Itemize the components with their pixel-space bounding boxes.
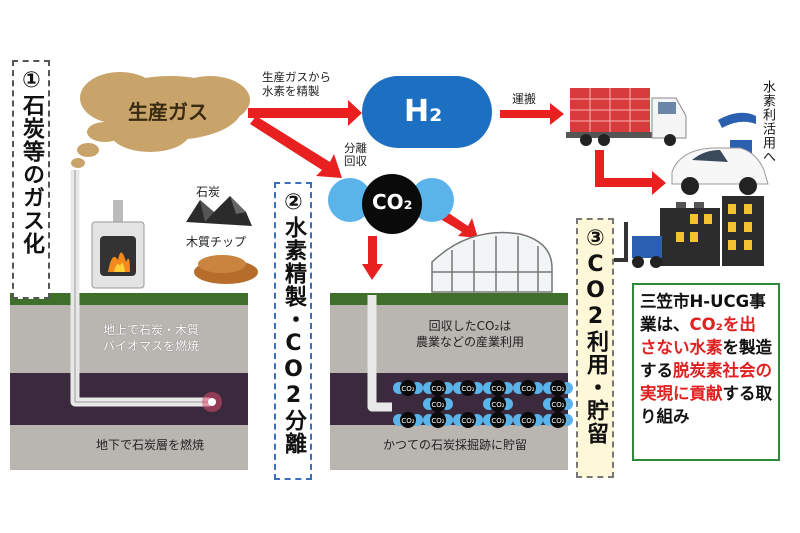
stored-co2-molecule: CO₂ (513, 380, 543, 396)
stored-co2-molecule: CO₂ (393, 380, 423, 396)
wood-chip-label: 木質チップ (186, 235, 247, 249)
note-part2: CO₂を出さない水素 (640, 315, 756, 357)
arrow-co2-label: 分離 回収 (344, 141, 367, 168)
stored-co2-label: CO₂ (431, 417, 444, 425)
gas-cloud (71, 72, 250, 168)
arrow-h2-label: 生産ガスから 水素を精製 (262, 70, 331, 98)
arrow-co2-down (362, 236, 383, 280)
stored-co2-label: CO₂ (401, 417, 414, 425)
h2-ball-icon (362, 76, 492, 148)
stored-co2-molecule: CO₂ (453, 380, 483, 396)
arrow-to-h2 (248, 100, 362, 126)
co2-ball-icon (328, 174, 454, 234)
stored-co2-group: CO₂ CO₂ CO₂ CO₂ CO₂ CO₂ CO₂ CO₂ CO₂ CO₂ CO₂ CO₂ CO₂ C… (393, 380, 573, 428)
stored-co2-label: CO₂ (461, 417, 474, 425)
summary-note: 三笠市H-UCG事業は、CO₂を出さない水素を製造する脱炭素社会の実現に貢献する… (632, 283, 780, 461)
arrow-to-use (595, 150, 666, 195)
ground2-lower-text: かつての石炭採掘跡に貯留 (382, 438, 527, 452)
stored-co2-molecule: CO₂ (543, 396, 573, 412)
stored-co2-molecule: CO₂ (513, 412, 543, 428)
ground2-upper-text: 回収したCO₂は 農業などの産業利用 (415, 319, 524, 349)
gas-cloud-label: 生産ガス (128, 100, 208, 124)
coal-label: 石炭 (196, 185, 221, 199)
car-icon (671, 147, 769, 195)
stored-co2-molecule: CO₂ (453, 412, 483, 428)
stove-icon (91, 200, 145, 289)
stored-co2-molecule: CO₂ (483, 412, 513, 428)
stored-co2-molecule: CO₂ (483, 396, 513, 412)
co2-label: CO₂ (372, 190, 413, 214)
arrow-to-co2 (250, 116, 342, 178)
step2-label: ②水素精製・CO2分離 (274, 182, 312, 480)
stored-co2-label: CO₂ (461, 385, 474, 393)
stored-co2-label: CO₂ (551, 385, 564, 393)
stored-co2-molecule: CO₂ (543, 380, 573, 396)
wood-chips-icon (194, 255, 258, 284)
stored-co2-label: CO₂ (551, 401, 564, 409)
step3-label: ③CO2利用・貯留 (576, 218, 614, 478)
stored-co2-molecule: CO₂ (543, 412, 573, 428)
forklift-icon (614, 222, 662, 268)
h2-label: H₂ (404, 94, 443, 129)
ground1-lower-text: 地下で石炭層を燃焼 (95, 438, 204, 452)
ground1-upper-text: 地上で石炭・木質 バイオマスを燃焼 (102, 323, 199, 353)
stored-co2-molecule: CO₂ (423, 380, 453, 396)
stored-co2-molecule: CO₂ (393, 412, 423, 428)
stored-co2-label: CO₂ (491, 401, 504, 409)
hydrogen-use-label: 水素利活用へ (760, 80, 775, 164)
stored-co2-label: CO₂ (521, 417, 534, 425)
step1-label: ①石炭等のガス化 (12, 60, 50, 299)
stored-co2-label: CO₂ (491, 385, 504, 393)
note-part4: 脱炭素社会の実現に貢献 (640, 361, 772, 403)
note-part1: 三笠市H-UCG事業は、 (640, 292, 766, 334)
stored-co2-label: CO₂ (401, 385, 414, 393)
factory-icon (660, 196, 764, 266)
coal-pile-icon (186, 196, 252, 226)
stored-co2-molecule: CO₂ (423, 412, 453, 428)
gas-pipe (70, 170, 222, 412)
co2-pipe (367, 295, 392, 412)
stored-co2-label: CO₂ (551, 417, 564, 425)
stored-co2-molecule: CO₂ (483, 380, 513, 396)
arrow-transport (500, 103, 564, 125)
stored-co2-label: CO₂ (431, 385, 444, 393)
greenhouse-icon (431, 231, 553, 293)
truck-icon (566, 88, 687, 146)
transport-label: 運搬 (512, 92, 537, 106)
stored-co2-molecule: CO₂ (423, 396, 453, 412)
stored-co2-label: CO₂ (431, 401, 444, 409)
stored-co2-label: CO₂ (521, 385, 534, 393)
note-part5: する取り組み (640, 384, 772, 426)
stored-co2-label: CO₂ (491, 417, 504, 425)
note-part3: を製造する (640, 338, 772, 380)
